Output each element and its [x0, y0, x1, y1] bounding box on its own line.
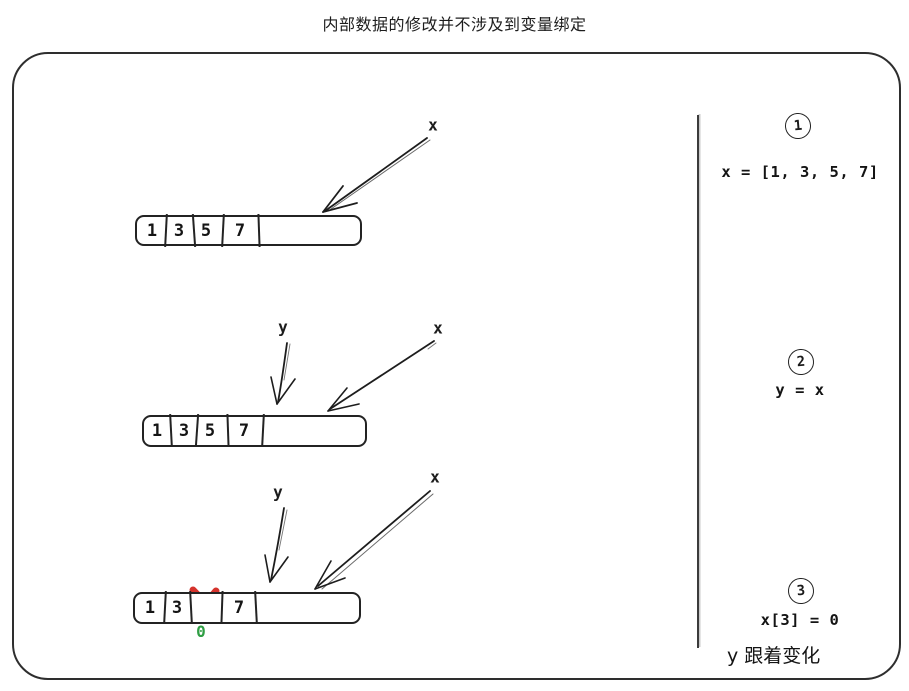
cell-separator [194, 413, 199, 448]
cell-separator [191, 213, 196, 248]
list3-cell-3: 7 [233, 598, 245, 618]
cell-separator [189, 590, 193, 625]
cell-separator [226, 413, 230, 448]
panel-divider [697, 115, 699, 648]
list-box-2: 1 3 5 7 [142, 413, 367, 448]
pointer-label-x-3: x [430, 467, 440, 487]
cell-separator [163, 590, 167, 625]
cell-separator [169, 413, 173, 448]
step-3-note: y 跟着变化 [727, 645, 821, 667]
pointer-label-x-2: x [433, 318, 443, 338]
list-box-3: 1 3 7 [133, 590, 361, 625]
step-2-code: y = x [775, 381, 825, 399]
list2-cell-1: 3 [178, 421, 190, 441]
step-1-code: x = [1, 3, 5, 7] [721, 163, 879, 181]
step-3-code: x[3] = 0 [760, 611, 840, 629]
page-title: 内部数据的修改并不涉及到变量绑定 [322, 15, 587, 34]
cell-separator [164, 213, 168, 248]
pointer-label-x-1: x [428, 115, 438, 135]
cell-separator [221, 213, 225, 248]
cell-separator [261, 413, 265, 448]
list2-cell-3: 7 [238, 421, 250, 441]
list2-cell-2: 5 [204, 421, 216, 441]
list1-cell-2: 5 [200, 220, 212, 241]
list3-cell-0: 1 [144, 598, 156, 618]
list1-cell-1: 3 [173, 220, 185, 241]
list3-cell-1: 3 [171, 598, 183, 618]
list-box-1: 1 3 5 7 [135, 213, 362, 248]
cell-separator [257, 213, 261, 248]
pointer-label-y-2: y [278, 317, 288, 337]
list2-cell-0: 1 [151, 421, 163, 441]
cell-separator [220, 590, 224, 625]
list1-cell-3: 7 [234, 220, 246, 241]
pointer-label-y-3: y [273, 482, 283, 502]
new-value-label: 0 [196, 622, 206, 641]
cell-separator [254, 590, 258, 625]
list1-cell-0: 1 [146, 220, 158, 241]
diagram-frame [12, 52, 901, 680]
